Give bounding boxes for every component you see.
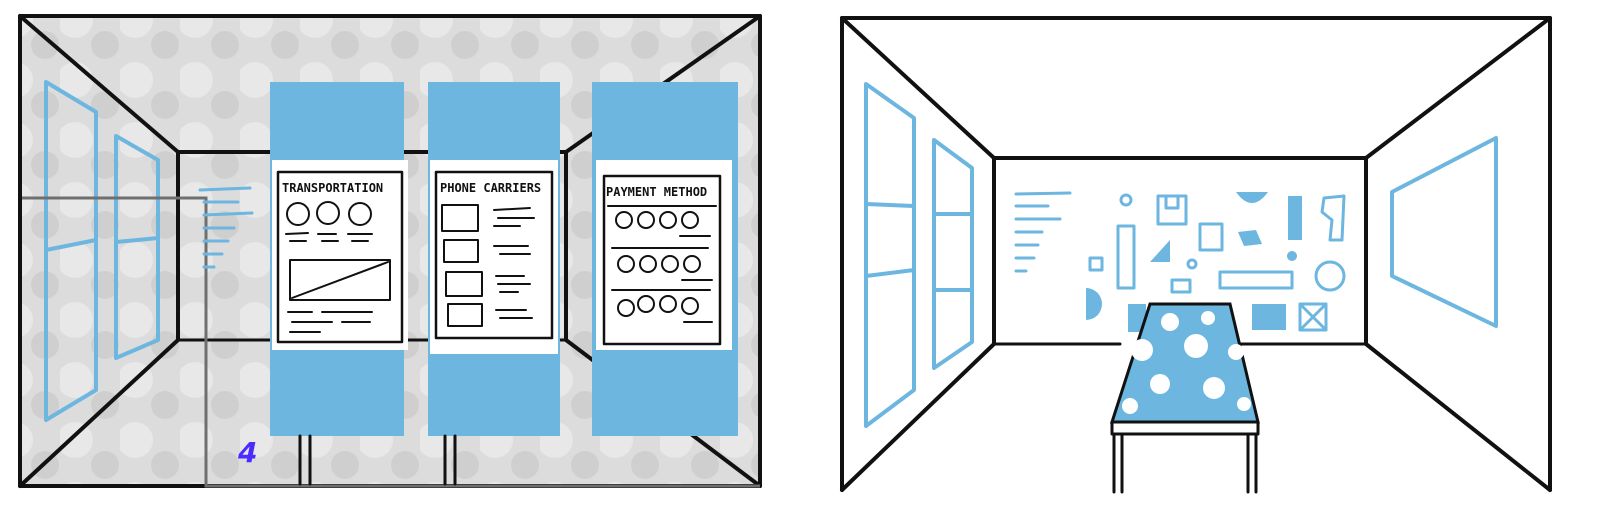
right-wall-window [1390, 136, 1498, 328]
sketch-number-label: 4 [237, 436, 257, 469]
left-wall-windows [44, 80, 160, 422]
poster-phone-carriers: PHONE CARRIERS [430, 160, 558, 354]
back-wall-text-lines [198, 186, 254, 269]
right-room-sketch [840, 16, 1552, 494]
poster-transportation: TRANSPORTATION [272, 160, 408, 350]
poster-title-transportation: TRANSPORTATION [282, 181, 383, 195]
right-back-wall-text-lines [1014, 191, 1072, 273]
right-left-wall-windows [864, 82, 974, 428]
poster-title-payment-method: PAYMENT METHOD [606, 185, 707, 199]
patterned-table [1109, 302, 1260, 494]
poster-payment-method: PAYMENT METHOD [596, 160, 732, 350]
left-room-sketch: TRANSPORTATION PHONE CARRIERS [18, 14, 762, 488]
overlay-outline [22, 196, 760, 488]
wall-shapes-collage [1086, 192, 1346, 332]
poster-title-phone-carriers: PHONE CARRIERS [440, 181, 541, 195]
